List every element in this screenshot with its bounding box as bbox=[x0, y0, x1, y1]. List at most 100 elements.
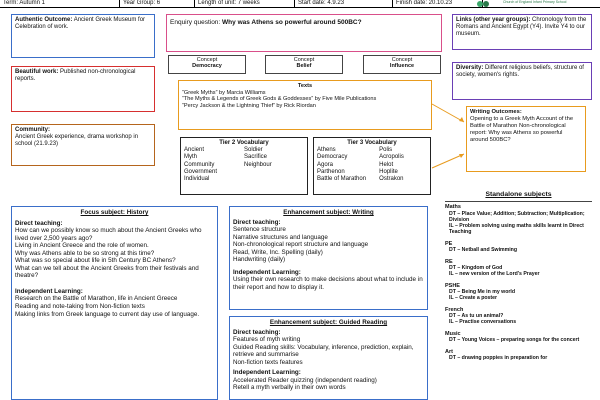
vocab-word: Ostrakon bbox=[379, 175, 404, 182]
writing-outcomes-text: Opening to a Greek Myth Account of the B… bbox=[470, 115, 574, 143]
beautiful-work-box: Beautiful work: Published non-chronologi… bbox=[11, 66, 155, 112]
subject-name: Music bbox=[445, 330, 461, 337]
school-name: Church of England Infant Primary School bbox=[503, 0, 567, 4]
subject-item: DT – Place Value; Addition; Subtraction;… bbox=[449, 210, 585, 223]
enquiry-box: Enquiry question: Why was Athens so powe… bbox=[166, 14, 442, 52]
vocab-word: Individual bbox=[184, 175, 210, 182]
subject-item: DT – As tu un animal? bbox=[449, 313, 504, 320]
focus-independent-item: Reading and note-taking from Non-fiction… bbox=[15, 303, 145, 311]
writing-direct-label: Direct teaching: bbox=[233, 218, 281, 226]
focus-direct-item: What can we tell about the Ancient Greek… bbox=[15, 264, 199, 280]
vocab-word: Neighbour bbox=[244, 161, 272, 168]
arrow-from-vocab-icon bbox=[431, 153, 465, 169]
reading-independent-item: Accelerated Reader quizzing (independent… bbox=[233, 376, 377, 384]
reading-title: Enhancement subject: Guided Reading bbox=[269, 319, 388, 326]
tier3-vocab-box: Tier 3 Vocabulary Athens Democracy Agora… bbox=[313, 137, 431, 195]
writing-outcomes-box: Writing Outcomes: Opening to a Greek Myt… bbox=[466, 106, 586, 172]
writing-outcomes-label: Writing Outcomes: bbox=[470, 109, 522, 115]
writing-direct-item: Non-chronological report structure and l… bbox=[233, 241, 369, 249]
writing-direct-item: Read, Write, Inc. Spelling (daily) bbox=[233, 248, 323, 256]
vocab-word: Polis bbox=[379, 147, 393, 154]
focus-independent-item: Making links from Greek language to curr… bbox=[15, 310, 200, 318]
subject-item: IL – Practise conversations bbox=[449, 319, 517, 326]
authentic-outcome-label: Authentic Outcome: bbox=[15, 17, 73, 23]
focus-title: Focus subject: History bbox=[80, 209, 149, 216]
writing-enhancement-box: Enhancement subject: Writing Direct teac… bbox=[229, 206, 428, 310]
standalone-box: Standalone subjects Maths DT – Place Val… bbox=[442, 190, 595, 400]
writing-title: Enhancement subject: Writing bbox=[283, 209, 374, 216]
concept-democracy: Concept Democracy bbox=[168, 55, 246, 74]
arrow-to-writing-icon bbox=[431, 103, 465, 123]
concept-value: Democracy bbox=[192, 63, 222, 70]
term-cell: Term: Autumn 1 bbox=[0, 0, 120, 7]
subject-name: Maths bbox=[445, 204, 461, 211]
tier2-title: Tier 2 Vocabulary bbox=[219, 140, 269, 146]
reading-direct-item: Guided Reading skills: Vocabulary, infer… bbox=[233, 343, 414, 359]
focus-direct-item: Why was Athens able to be so strong at t… bbox=[15, 249, 155, 257]
focus-subject-box: Focus subject: History Direct teaching: … bbox=[11, 206, 218, 400]
text-item: “Greek Myths” by Marcia Williams bbox=[182, 89, 266, 96]
concept-value: Belief bbox=[296, 63, 312, 70]
text-item: “The Myths & Legends of Greek Gods & God… bbox=[182, 96, 377, 103]
standalone-title: Standalone subjects bbox=[485, 191, 552, 198]
writing-direct-item: Handwriting (daily) bbox=[233, 256, 286, 264]
subject-name: RE bbox=[445, 258, 453, 265]
vocab-word: Hoplite bbox=[379, 168, 398, 175]
writing-independent-item: Using their own research to make decisio… bbox=[233, 276, 423, 291]
vocab-word: Athens bbox=[317, 147, 336, 154]
focus-direct-label: Direct teaching: bbox=[15, 219, 63, 227]
writing-direct-item: Narrative structures and language bbox=[233, 233, 328, 241]
links-text: Chronology from the Romans and Ancient E… bbox=[456, 17, 587, 38]
subject-item: DT – Young Voices – preparing songs for … bbox=[449, 337, 580, 344]
subject-item: DT – drawing poppies in preparation for bbox=[449, 355, 548, 362]
subject-item: IL – Problem solving using maths skills … bbox=[449, 223, 584, 236]
vocab-word: Ancient bbox=[184, 147, 205, 154]
reading-independent-item: Retell a myth verbally in their own word… bbox=[233, 384, 346, 392]
reading-direct-item: Non-fiction texts features bbox=[233, 358, 303, 366]
subject-item: DT – Netball and Swimming bbox=[449, 247, 518, 254]
beautiful-work-label: Beautiful work: bbox=[15, 69, 59, 75]
vocab-word: Acropolis bbox=[379, 154, 404, 161]
vocab-word: Agora bbox=[317, 161, 334, 168]
subject-name: PE bbox=[445, 240, 453, 247]
enquiry-label: Enquiry question: bbox=[170, 19, 221, 26]
vocab-word: Parthenon bbox=[317, 168, 345, 175]
focus-direct-item: Living in Ancient Greece and the role of… bbox=[15, 242, 149, 250]
guided-reading-box: Enhancement subject: Guided Reading Dire… bbox=[229, 316, 428, 400]
links-box: Links (other year groups): Chronology fr… bbox=[452, 14, 592, 50]
subject-name: French bbox=[445, 306, 464, 313]
vocab-word: Battle of Marathon bbox=[317, 175, 367, 182]
community-box: Community: Ancient Greek experience, dra… bbox=[11, 124, 155, 166]
focus-direct-item: What was so special about life in 5th Ce… bbox=[15, 257, 176, 265]
focus-independent-item: Research on the Battle of Marathon, life… bbox=[15, 295, 178, 303]
reading-independent-label: Independent Learning: bbox=[233, 369, 301, 377]
focus-direct-item: How can we possibly know so much about t… bbox=[15, 227, 202, 242]
subject-item: DT – Kingdom of God bbox=[449, 265, 503, 272]
tier3-title: Tier 3 Vocabulary bbox=[347, 140, 397, 146]
vocab-word: Community bbox=[184, 161, 215, 168]
reading-direct-item: Features of myth writing bbox=[233, 336, 301, 344]
diversity-text: Different religious beliefs, structure o… bbox=[456, 65, 584, 79]
reading-direct-label: Direct teaching: bbox=[233, 328, 281, 336]
texts-box: Texts “Greek Myths” by Marcia Williams “… bbox=[178, 80, 432, 130]
concept-value: Influence bbox=[389, 63, 415, 70]
text-item: “Percy Jackson & the Lightning Thief” by… bbox=[182, 103, 316, 110]
vocab-word: Soldier bbox=[244, 147, 263, 154]
year-group-cell: Year Group: 6 bbox=[120, 0, 195, 7]
community-label: Community: bbox=[15, 127, 50, 133]
concept-label: Concept bbox=[391, 57, 413, 63]
start-date-cell: Start date: 4.9.23 bbox=[295, 0, 393, 7]
links-label: Links (other year groups): bbox=[456, 17, 531, 23]
beautiful-work-text: Published non-chronological reports. bbox=[15, 69, 136, 83]
writing-independent-label: Independent Learning: bbox=[233, 268, 301, 276]
diversity-box: Diversity: Different religious beliefs, … bbox=[452, 62, 592, 100]
authentic-outcome-text: Ancient Greek Museum for Celebration of … bbox=[15, 17, 146, 31]
vocab-word: Helot bbox=[379, 161, 394, 168]
vocab-word: Sacrifice bbox=[244, 154, 268, 161]
subject-item: IL – new version of the Lord's Prayer bbox=[449, 271, 540, 278]
subject-item: DT – Being Me in my world bbox=[449, 289, 516, 296]
vocab-word: Democracy bbox=[317, 154, 348, 161]
diversity-label: Diversity: bbox=[456, 65, 484, 71]
vocab-word: Government bbox=[184, 168, 218, 175]
texts-title: Texts bbox=[297, 83, 313, 89]
